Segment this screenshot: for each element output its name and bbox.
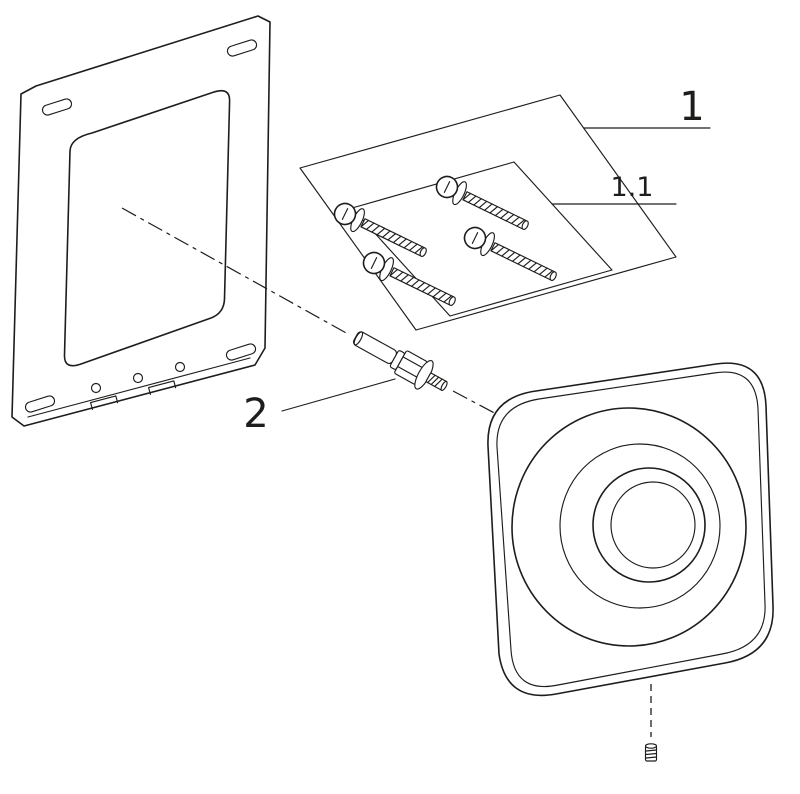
bolt-tip-cap <box>440 380 448 391</box>
thread-line <box>434 378 443 388</box>
cover-plate <box>487 362 774 697</box>
bolt-end-cap <box>353 331 364 346</box>
flush-button-inner <box>610 481 696 569</box>
mounting-plate-opening <box>63 89 231 367</box>
thread-line <box>427 374 436 384</box>
flush-button-outer <box>592 467 706 583</box>
grub-screw <box>644 743 658 762</box>
edge-notch <box>148 380 177 395</box>
fixing-bolt <box>352 331 448 391</box>
mounting-screw-icon <box>358 246 461 315</box>
grub-screw-group <box>644 684 658 762</box>
label-1: 1 <box>679 84 704 130</box>
edge-notch <box>90 395 119 410</box>
cover-plate-outline <box>487 362 774 697</box>
nut-facet-line <box>403 356 425 370</box>
mounting-screw-icon <box>431 170 534 239</box>
fixing-hole <box>132 372 144 384</box>
mounting-screw-icon <box>459 221 562 290</box>
cover-plate-inner-edge <box>496 371 766 687</box>
mounting-plate <box>11 15 271 427</box>
label-2: 2 <box>243 391 268 437</box>
slot-hole-bottom-right <box>225 343 257 361</box>
kit-1-outline <box>299 94 677 331</box>
mounting-plate-outline <box>11 15 271 427</box>
label-2-group: 2 <box>243 378 396 437</box>
slot-hole-top-left <box>41 98 73 116</box>
label-2-leader-line <box>281 378 396 412</box>
slot-hole-bottom-left <box>24 395 56 413</box>
grub-screw-top <box>644 743 658 749</box>
button-dome-ring <box>559 443 721 609</box>
fixing-hole <box>174 361 186 373</box>
grub-screw-thread <box>645 756 658 759</box>
mounting-screws <box>329 170 562 315</box>
grub-screw-thread <box>645 749 658 752</box>
center-axis-line <box>121 207 503 418</box>
plate-thickness-edge <box>27 357 251 418</box>
slot-hole-top-right <box>226 39 258 57</box>
button-bezel-outer-ring <box>511 407 747 647</box>
nut-facet-line <box>397 366 420 379</box>
label-1-1: 1.1 <box>611 172 654 203</box>
thread-line <box>430 376 440 386</box>
grub-screw-thread <box>645 752 658 756</box>
fixing-hole <box>90 382 102 394</box>
parts-kit-1: 1 1.1 <box>299 84 711 331</box>
